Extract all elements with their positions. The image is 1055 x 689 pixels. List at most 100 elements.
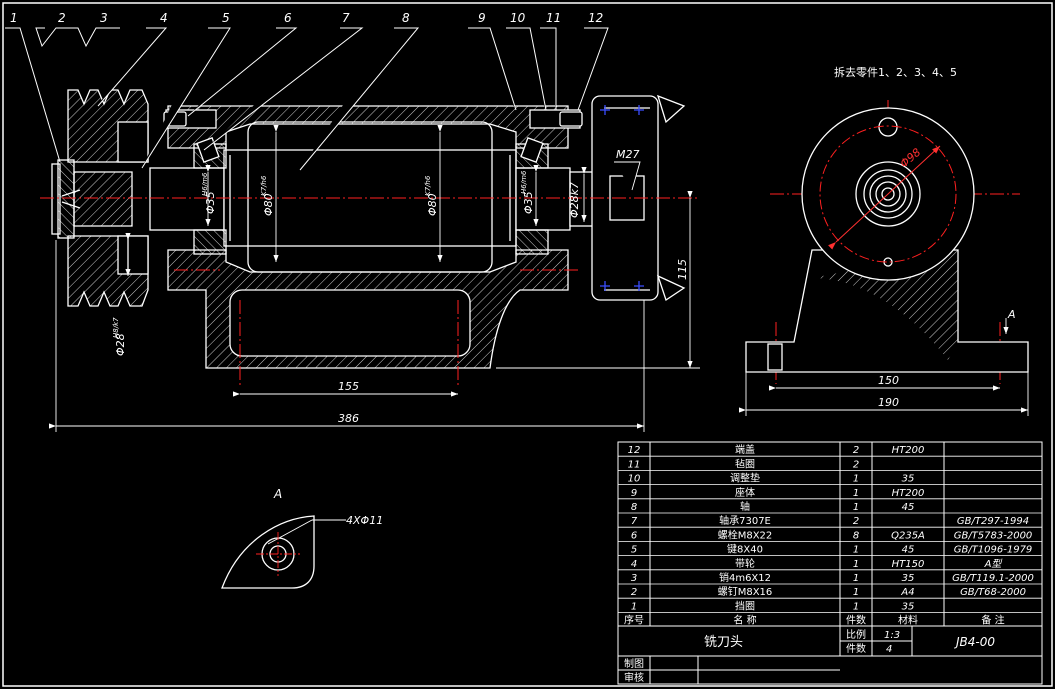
balloon-leaders (5, 27, 609, 171)
bom-cell-mat: A4 (900, 587, 914, 598)
balloon-11: 11 (546, 11, 561, 25)
bom-cell-qty: 1 (853, 474, 859, 485)
balloon-3: 3 (100, 11, 108, 25)
dim-d28-pulley-fit: H8/k7 (112, 317, 120, 338)
bom-cell-no: 7 (631, 516, 638, 527)
bom-cell-mat: HT200 (892, 488, 925, 499)
balloon-6: 6 (284, 11, 292, 25)
balloon-2: 2 (58, 11, 66, 25)
bom-cell-name: 轴 (740, 500, 750, 513)
bom-cell-qty: 2 (853, 459, 859, 470)
housing (167, 105, 569, 369)
bom-header-mat: 材料 (898, 614, 918, 627)
bom-cell-no: 8 (631, 502, 637, 513)
dim-d98-line (828, 145, 941, 250)
pulley (51, 89, 149, 307)
bom-cell-mat: HT150 (892, 559, 925, 570)
bom-cell-qty: 1 (853, 502, 859, 513)
view-a (221, 515, 346, 589)
dim-d80-left: Φ80 (262, 193, 275, 216)
dim-190: 190 (878, 396, 899, 409)
bolt-markers (600, 105, 644, 291)
balloon-4: 4 (160, 11, 168, 25)
draw-label: 制图 (624, 657, 644, 670)
view-a-title: A (273, 487, 282, 501)
bom-table (617, 441, 1043, 685)
view-a-center (256, 532, 300, 576)
balloon-8: 8 (402, 11, 410, 25)
title-text: 铣刀头 (704, 635, 743, 650)
bom-cell-qty: 1 (853, 488, 859, 499)
dim-d35-left: Φ35 (204, 191, 217, 214)
balloon-9: 9 (478, 11, 486, 25)
count-value: 4 (886, 644, 892, 655)
bearings (193, 137, 549, 255)
title-block: 铣刀头 比例 1:3 件数 4 JB4-00 制图 审核 (624, 628, 995, 684)
bom-cell-mat: Q235A (891, 530, 925, 541)
bom-cell-name: 座体 (735, 486, 755, 499)
bom-cell-name: 轴承7307E (719, 514, 771, 527)
dim-d35-left-fit: H6/m6 (201, 172, 209, 196)
bom-cell-name: 调整垫 (730, 472, 760, 485)
bom-cell-note: GB/T68-2000 (960, 587, 1026, 598)
bom-cell-name: 带轮 (735, 557, 755, 570)
bom-cell-qty: 1 (853, 601, 859, 612)
view-a-hole-note: 4XΦ11 (346, 514, 383, 527)
balloon-1: 1 (10, 11, 18, 25)
bom-header-note: 备 注 (981, 614, 1004, 627)
dim-d80-left-fit: K7/h6 (260, 175, 268, 196)
bom-cell-no: 10 (628, 474, 641, 485)
bom-cell-qty: 1 (853, 573, 859, 584)
bom-cell-name: 毡圈 (735, 457, 755, 470)
bom-cell-no: 12 (628, 445, 641, 456)
side-view-dims (738, 318, 1029, 416)
bom-cell-qty: 2 (853, 445, 859, 456)
bom-cell-name: 销4m6X12 (719, 571, 771, 584)
bom-cell-name: 键8X40 (727, 543, 763, 556)
bom-cell-no: 6 (631, 530, 637, 541)
dim-155: 155 (338, 380, 359, 393)
bom-cell-qty: 1 (853, 559, 859, 570)
bom-cell-mat: 35 (902, 474, 915, 485)
bom-cell-no: 4 (631, 559, 637, 570)
bom-header-no: 序号 (624, 614, 644, 627)
drawing-code: JB4-00 (954, 635, 995, 649)
side-view (745, 107, 1029, 373)
bom-cell-no: 11 (628, 459, 641, 470)
bom-header-qty: 件数 (846, 614, 866, 627)
bom-cell-qty: 2 (853, 516, 859, 527)
balloon-7: 7 (342, 11, 350, 25)
bom-cell-mat: 45 (902, 545, 915, 556)
bom-cell-qty: 1 (853, 545, 859, 556)
bom-cell-mat: 35 (902, 573, 915, 584)
bom-cell-no: 9 (631, 488, 637, 499)
dim-386: 386 (338, 412, 359, 425)
bom-cell-no: 5 (631, 545, 637, 556)
dim-d28-pulley: Φ28 (114, 333, 127, 356)
scale-value: 1:3 (884, 630, 900, 641)
balloon-12: 12 (588, 11, 603, 25)
dim-d80-mid: Φ80 (426, 193, 439, 216)
check-label: 审核 (624, 671, 644, 684)
dim-115: 115 (676, 259, 689, 280)
scale-label: 比例 (846, 628, 866, 641)
balloons: 1 2 3 4 5 6 7 8 9 10 11 12 (10, 11, 603, 25)
bom-cell-name: 螺钉M8X16 (718, 586, 773, 598)
bom-cell-no: 2 (631, 587, 637, 598)
dim-d80-mid-fit: K7/h6 (424, 175, 432, 196)
dim-d35-right: Φ35 (522, 191, 535, 214)
bom-cell-note: GB/T5783-2000 (954, 530, 1033, 541)
balloon-5: 5 (222, 11, 230, 25)
dim-d35-right-fit: H6/m6 (520, 170, 528, 194)
bom-cell-mat: 45 (902, 502, 915, 513)
count-label: 件数 (846, 642, 866, 655)
dimension-texts: Φ35 H6/m6 Φ80 K7/h6 Φ80 K7/h6 Φ35 H6/m6 … (112, 148, 689, 425)
bom-cell-qty: 1 (853, 587, 859, 598)
bom-cell-name: 端盖 (735, 443, 755, 456)
bom-cell-mat: 35 (902, 601, 915, 612)
bom-cell-no: 3 (631, 573, 637, 584)
bom-cell-note: GB/T1096-1979 (954, 545, 1033, 556)
view-a-arrow-label: A (1007, 308, 1016, 321)
